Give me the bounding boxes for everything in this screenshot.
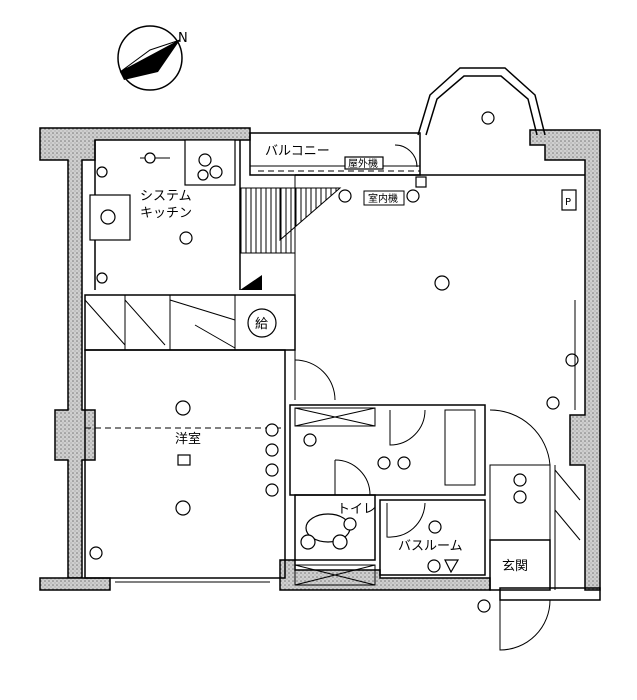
toilet: トイレ bbox=[294, 494, 376, 586]
outdoor-unit-label: 屋外機 bbox=[348, 157, 378, 170]
bathroom-label: バスルーム bbox=[398, 539, 463, 554]
bay-window bbox=[417, 67, 546, 136]
water-heater-label: 給 bbox=[255, 317, 268, 332]
western-room-label: 洋室 bbox=[175, 431, 201, 447]
north-label: N bbox=[178, 31, 188, 46]
entrance-label: 玄関 bbox=[502, 559, 528, 574]
bathroom: バスルーム bbox=[379, 499, 486, 576]
p-mark: P bbox=[565, 197, 571, 208]
kitchen-label-line1: システム bbox=[140, 189, 192, 204]
storage: 給 bbox=[84, 294, 296, 351]
outer-walls bbox=[39, 127, 601, 601]
north-arrow-icon bbox=[120, 40, 180, 80]
kitchen: システム キッチン bbox=[89, 139, 342, 290]
western-room: 洋室 bbox=[84, 349, 286, 583]
compass: N bbox=[117, 25, 188, 91]
indoor-unit-label: 室内機 bbox=[368, 192, 398, 205]
balcony: バルコニー 屋外機 bbox=[249, 132, 427, 188]
washroom bbox=[289, 404, 486, 496]
balcony-label: バルコニー bbox=[265, 144, 330, 159]
entrance: 玄関 bbox=[477, 409, 581, 651]
kitchen-label-line2: キッチン bbox=[140, 206, 192, 221]
toilet-label: トイレ bbox=[337, 502, 376, 517]
living-room: 室内機 P bbox=[294, 174, 585, 410]
